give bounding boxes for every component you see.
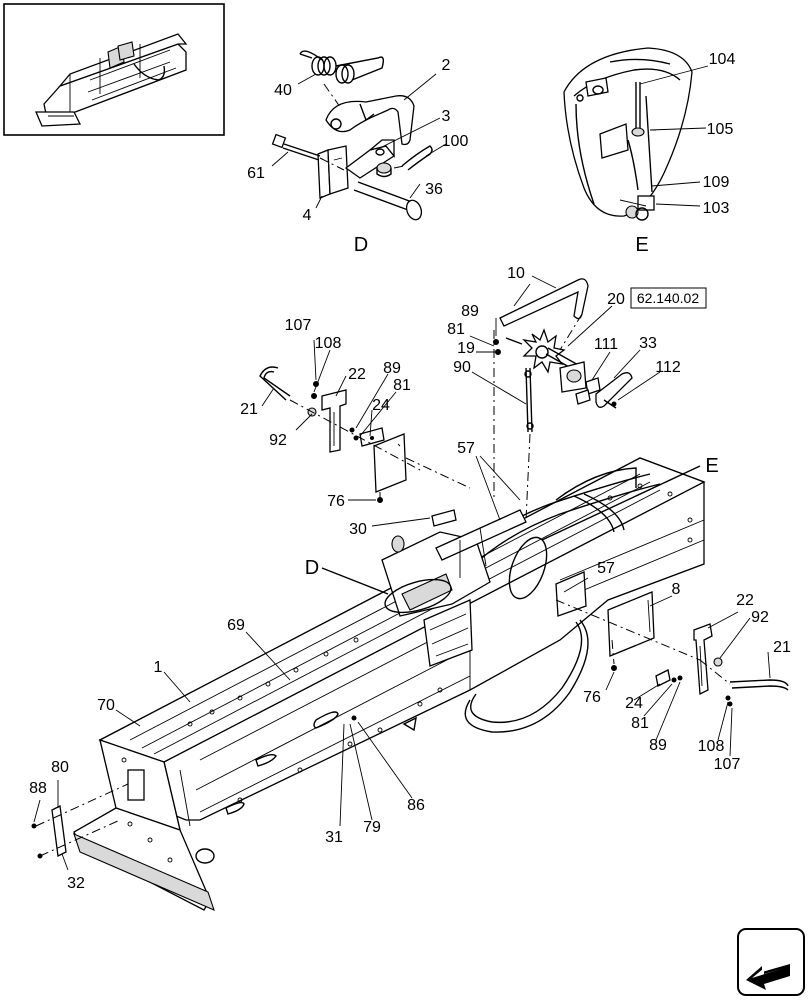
part-clip [393,145,433,171]
callout-label: 22 [736,592,754,609]
callout-label: 57 [457,440,475,457]
callout-label: 104 [709,51,736,68]
callout-label: 4 [303,207,312,224]
callout-label: 112 [655,359,681,376]
left-bracket-assembly: 107 108 22 89 81 24 21 92 76 30 [240,317,471,538]
reference-box[interactable]: 62.140.02 [630,287,707,309]
navigation-arrow-button[interactable] [737,928,805,996]
callout-label: 92 [269,432,287,449]
callout-label: 107 [285,317,312,334]
callout-label: 24 [372,397,390,414]
callout-label: 36 [425,181,443,198]
callout-label: 33 [639,335,657,352]
callout-label: 76 [327,493,345,510]
callout-label: 107 [714,756,741,773]
callout-label: 100 [442,133,469,150]
callout-e-label: E [705,455,718,477]
arrow-icon [746,964,790,990]
callout-e[interactable]: E [502,455,719,604]
callout-label: 79 [363,819,381,836]
callout-label: 81 [631,715,649,732]
callout-d-label: D [305,557,319,579]
callout-label: 90 [453,359,471,376]
callout-label: 105 [707,121,734,138]
callout-label: 92 [751,609,769,626]
detail-view-d: 40 2 3 100 61 36 4 D [247,50,469,256]
callout-label: 81 [393,377,411,394]
callout-label: 21 [240,401,258,418]
part-sprocket [522,328,566,374]
overview-thumbnail[interactable] [3,3,225,136]
callout-label: 24 [625,695,643,712]
part-plate [317,145,349,199]
callout-label: 8 [672,581,681,598]
callout-label: 109 [703,174,730,191]
callout-label: 108 [698,738,725,755]
callout-label: 89 [461,303,479,320]
callout-label: 70 [97,697,115,714]
part-bracket [344,139,395,179]
reference-code: 62.140.02 [637,290,699,306]
callout-label: 40 [274,82,292,99]
callout-label: 31 [325,829,343,846]
callout-label: 32 [67,875,85,892]
callout-label: 89 [383,360,401,377]
part-spring [299,50,385,84]
callout-label: 20 [607,291,625,308]
callout-label: 76 [583,689,601,706]
callout-label: 111 [594,336,618,353]
callout-label: 30 [349,521,367,538]
callout-label: 22 [348,366,366,383]
callout-label: 10 [507,265,525,282]
part-pin [353,181,423,221]
callout-label: 21 [773,639,791,656]
callout-label: 89 [649,737,667,754]
callout-label: 103 [703,200,730,217]
callout-label: 81 [447,321,465,338]
main-frame: 69 1 70 57 8 22 92 21 76 24 81 89 108 10… [29,457,791,911]
callout-label: 88 [29,780,47,797]
part-latch-lever [325,95,415,146]
callout-label: 3 [442,108,451,125]
callout-label: 2 [442,57,451,74]
callout-label: 57 [597,560,615,577]
view-title-e: E [635,234,648,256]
callout-57: 57 [457,440,521,521]
callout-label: 80 [51,759,69,776]
frame-holes [121,483,693,863]
callout-label: 61 [247,165,265,182]
part-bolt [271,133,321,161]
view-title-d: D [354,234,368,256]
callout-label: 108 [315,335,342,352]
callout-label: 69 [227,617,245,634]
upper-exploded-parts: 10 20 62.140.02 89 81 19 90 111 33 112 [447,265,707,521]
callout-label: 19 [457,340,475,357]
callout-d[interactable]: D [305,557,455,619]
callout-label: 86 [407,797,425,814]
detail-view-e: 104 105 109 103 E [563,47,736,256]
callout-label: 1 [154,659,163,676]
